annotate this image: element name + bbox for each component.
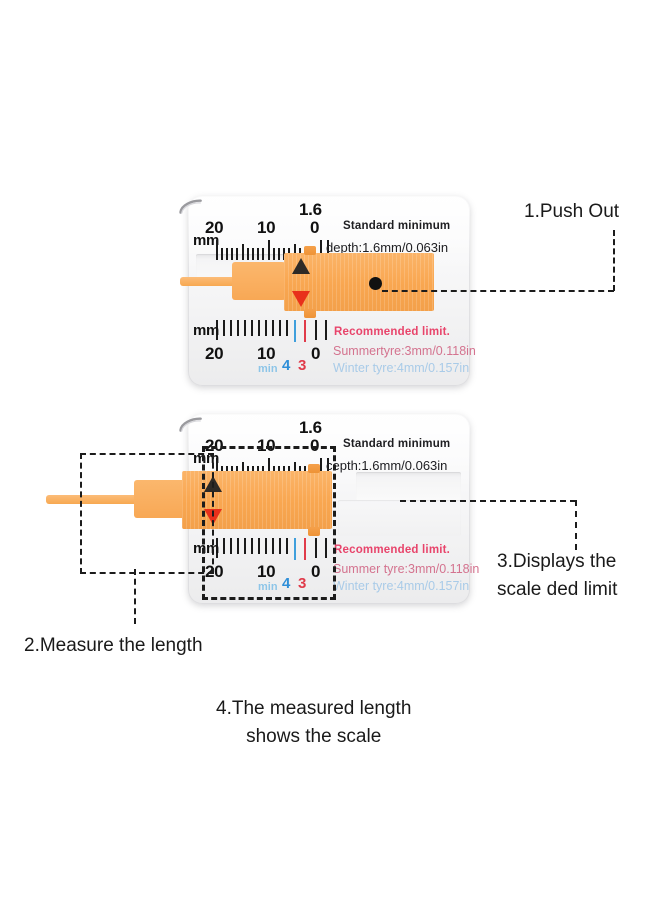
indicator-arrow-up xyxy=(292,258,310,274)
measure-length-highlight xyxy=(80,453,214,574)
leader-step1-vertical xyxy=(613,230,615,291)
bottom-scale-tick-20: 20 xyxy=(205,344,224,363)
slider-probe-tip xyxy=(180,277,240,286)
step-2-label: 2.Measure the length xyxy=(24,635,203,656)
step-4-line-1: 4.The measured length xyxy=(216,698,412,719)
summer-tyre-limit: Summertyre:3mm/0.118in xyxy=(333,344,476,358)
bottom-scale-tick-10-b: 10 xyxy=(257,562,276,581)
step-3-label: 3.Displays the scale ded limit xyxy=(497,548,617,603)
slider-probe-tip-2 xyxy=(46,495,146,504)
top-scale-tick-0: 0 xyxy=(310,218,320,237)
bottom-scale-unit-label: mm xyxy=(193,322,220,339)
bottom-scale-tick-10: 10 xyxy=(257,344,276,363)
keyring-icon-2 xyxy=(179,417,202,432)
keyring-icon xyxy=(179,199,202,214)
step-1-label: 1.Push Out xyxy=(524,201,620,222)
bottom-scale-marker-4-2: 4 xyxy=(282,575,291,592)
slider-nub-top xyxy=(304,246,316,255)
empty-slider-slot-lower xyxy=(338,500,461,536)
gauge-card-extended: mm 1.6 20 10 0 xyxy=(46,414,479,604)
bottom-scale-marker-4: 4 xyxy=(282,357,291,374)
slider-nub-top-2 xyxy=(308,464,320,473)
recommended-limit-label-2: Recommended limit. xyxy=(334,544,451,556)
empty-slider-slot xyxy=(356,472,461,500)
top-scale-tick-20: 20 xyxy=(205,218,224,237)
bottom-scale-min-label-2: min xyxy=(258,581,278,593)
winter-tyre-limit-2: Winter tyre:4mm/0.157in xyxy=(333,579,470,593)
bottom-scale-tick-20-b: 20 xyxy=(205,562,224,581)
leader-step2-vertical xyxy=(134,569,136,624)
standard-minimum-label: Standard minimum xyxy=(343,220,451,232)
push-out-target-dot[interactable] xyxy=(369,277,382,290)
leader-step3-vertical xyxy=(575,500,577,550)
indicator-arrow-down xyxy=(292,291,310,307)
leader-step1-horizontal xyxy=(382,290,614,292)
leader-step3-horizontal xyxy=(400,500,576,502)
bottom-scale-tick-0-b: 0 xyxy=(311,562,321,581)
bottom-scale-ticks xyxy=(216,320,328,342)
recommended-limit-label: Recommended limit. xyxy=(334,326,451,338)
winter-tyre-limit: Winter tyre:4mm/0.157in xyxy=(333,361,470,375)
slider-nub-bottom xyxy=(304,309,316,318)
bottom-scale-min-label: min xyxy=(258,363,278,375)
top-scale-tick-10-2: 10 xyxy=(257,436,276,455)
top-scale-1-6-label: 1.6 xyxy=(299,200,322,219)
step-3-line-1: 3.Displays the xyxy=(497,551,617,572)
step-3-line-2: scale ded limit xyxy=(497,578,618,600)
top-scale-tick-10: 10 xyxy=(257,218,276,237)
summer-tyre-limit-2: Summer tyre:3mm/0.118in xyxy=(333,562,480,576)
standard-depth-value: depth:1.6mm/0.063in xyxy=(326,240,449,255)
standard-depth-value-2: cepth:1.6mm/0.063in xyxy=(326,458,448,473)
top-scale-tick-0-2: 0 xyxy=(310,436,320,455)
slider-nub-bottom-2 xyxy=(308,527,320,536)
scale-reading-highlight xyxy=(202,446,336,600)
bottom-scale-marker-3-2: 3 xyxy=(298,575,307,592)
step-4-label: 4.The measured length shows the scale xyxy=(216,695,411,750)
top-scale-unit-label: mm xyxy=(193,232,220,249)
bottom-scale-marker-3: 3 xyxy=(298,357,307,374)
bottom-scale-tick-0: 0 xyxy=(311,344,321,363)
top-scale-1-6-label-2: 1.6 xyxy=(299,418,322,437)
standard-minimum-label-2: Standard minimum xyxy=(343,438,451,450)
step-4-line-2: shows the scale xyxy=(246,725,382,747)
bottom-scale-ticks-2 xyxy=(216,538,328,560)
slider-neck xyxy=(232,262,292,300)
top-scale-tick-20-2: 20 xyxy=(205,436,224,455)
